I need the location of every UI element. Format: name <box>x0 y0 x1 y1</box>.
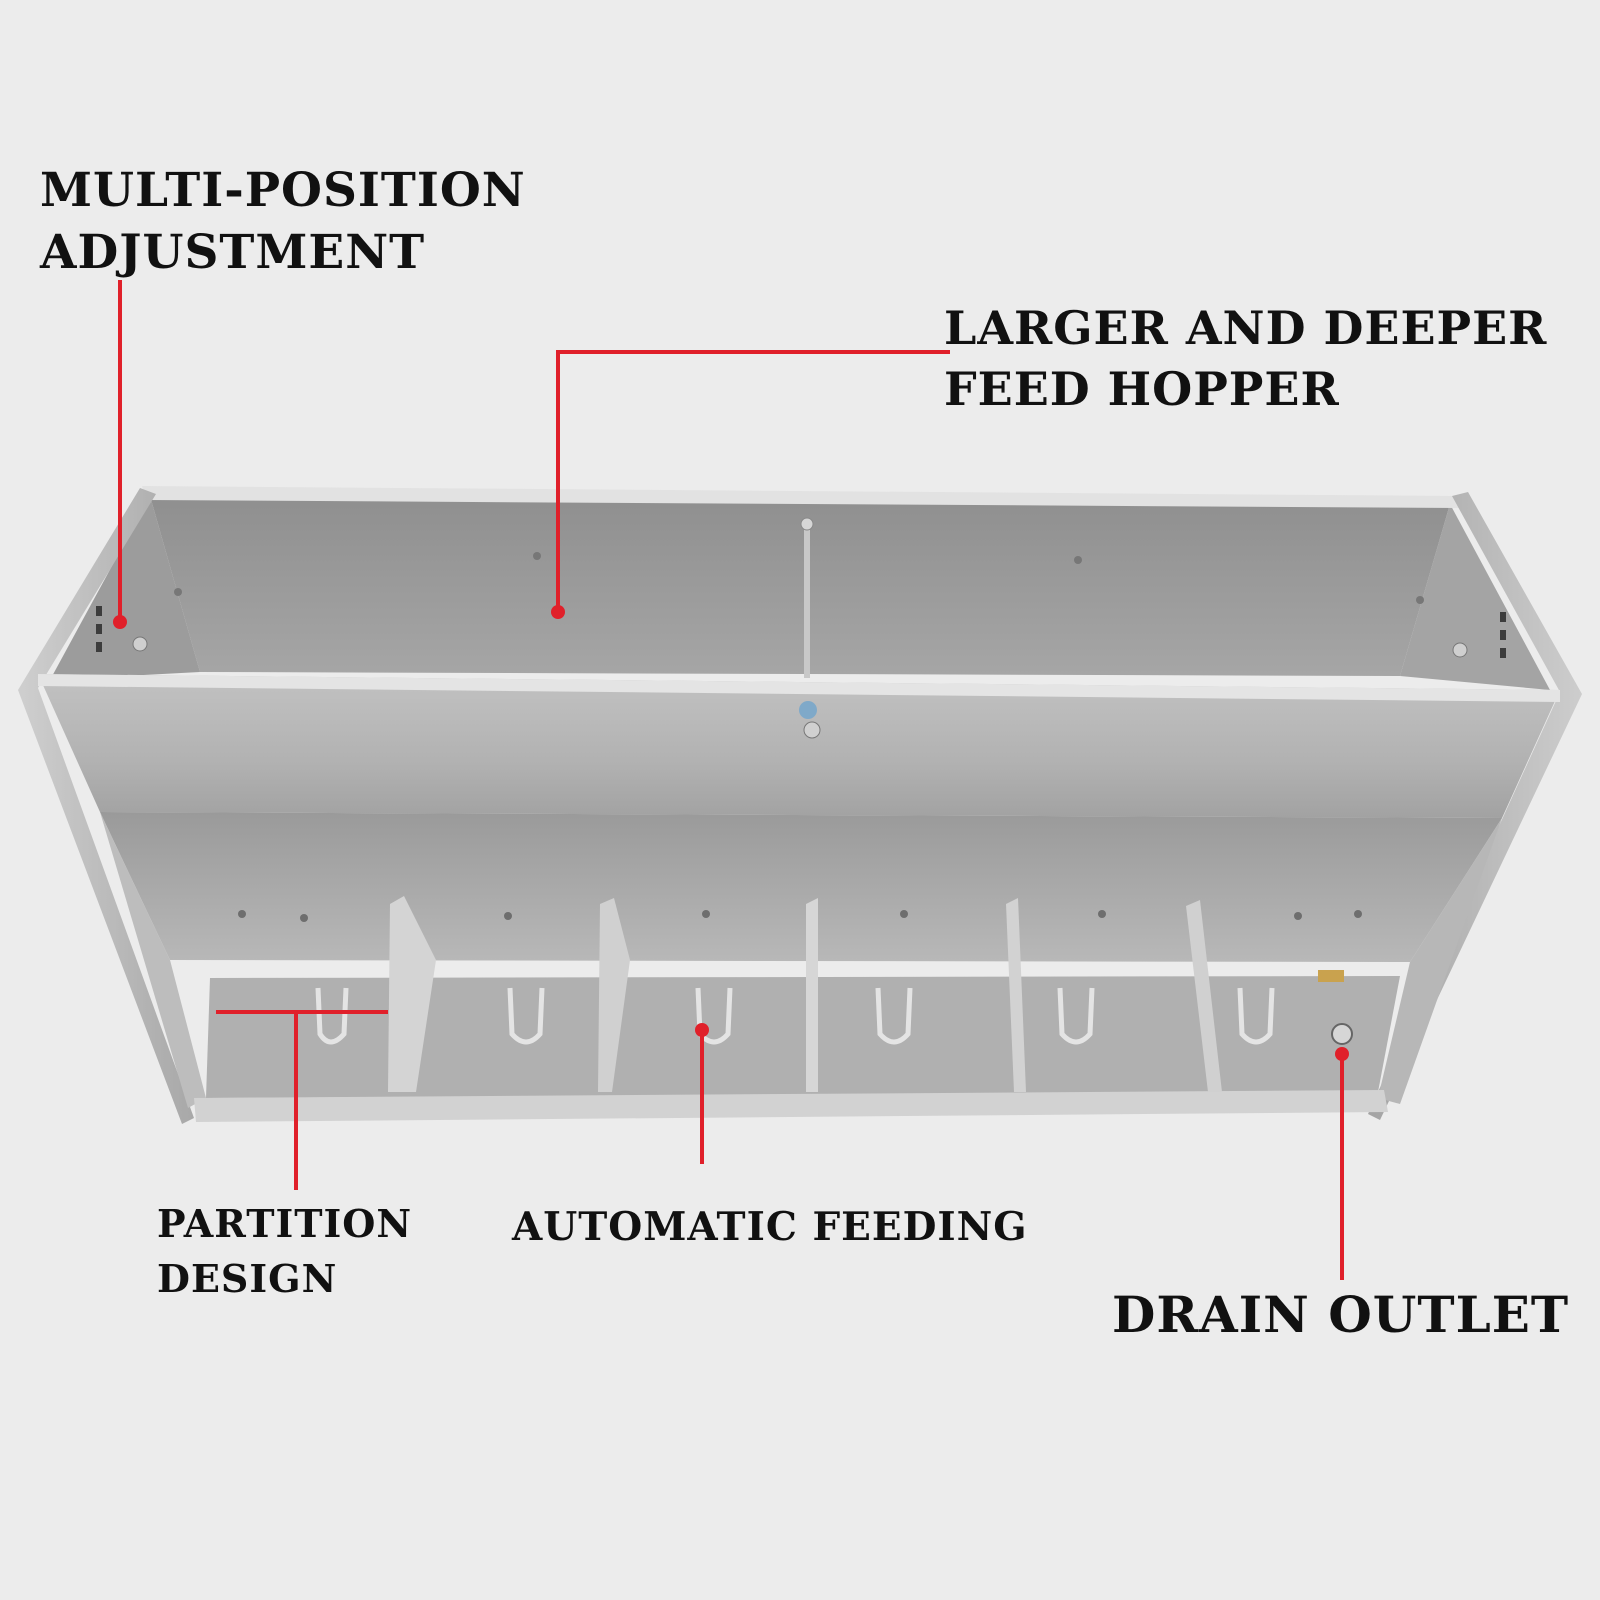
left-side-frame <box>18 488 194 1124</box>
leader-dot <box>551 605 565 619</box>
leader-lines <box>113 280 1349 1280</box>
partition <box>1186 900 1222 1092</box>
drain-outlet-fitting <box>1318 970 1353 1045</box>
label-line: DESIGN <box>157 1256 338 1302</box>
label-line: FEED HOPPER <box>944 361 1340 416</box>
label-feed-hopper: LARGER AND DEEPER FEED HOPPER <box>944 298 1547 419</box>
front-panel-bolt <box>803 721 821 739</box>
leader-dot <box>113 615 127 629</box>
lower-panel-rivets <box>238 910 1362 922</box>
trough-floor <box>206 976 1400 1098</box>
hopper-center-divider <box>804 520 810 678</box>
partitions <box>388 896 1222 1092</box>
trough-left-slope <box>100 812 206 1108</box>
label-line: MULTI-POSITION <box>40 163 526 218</box>
label-line: AUTOMATIC FEEDING <box>512 1204 1028 1250</box>
front-panel-top-edge <box>38 674 1560 702</box>
hopper-back-wall <box>150 496 1450 676</box>
divider-bolt <box>800 517 814 531</box>
label-line: ADJUSTMENT <box>40 225 426 281</box>
label-line: LARGER AND DEEPER <box>944 301 1548 355</box>
trough-right-slope <box>1378 818 1502 1104</box>
back-wall-rivets <box>174 552 1424 604</box>
leader-dot <box>695 1023 709 1037</box>
trough-lip <box>194 1090 1388 1122</box>
hopper-left-inner-wall <box>50 496 200 680</box>
label-line: PARTITION <box>157 1201 413 1246</box>
leader-dot <box>1335 1047 1349 1061</box>
hopper-right-inner-wall <box>1400 504 1550 690</box>
label-line: DRAIN OUTLET <box>1112 1285 1570 1344</box>
right-adjustment-slots <box>1452 612 1506 658</box>
partition <box>1006 898 1026 1092</box>
partition <box>388 896 436 1092</box>
front-panel <box>38 674 1560 818</box>
top-rim <box>142 486 1460 508</box>
front-panel-badge <box>799 701 817 719</box>
label-partition-design: PARTITION DESIGN <box>157 1196 412 1306</box>
label-automatic-feeding: AUTOMATIC FEEDING <box>512 1202 1028 1253</box>
partition <box>806 898 818 1092</box>
partition <box>598 898 630 1092</box>
trough-back <box>100 812 1502 962</box>
label-multi-position-adjustment: MULTI-POSITION ADJUSTMENT <box>40 160 526 284</box>
label-drain-outlet: DRAIN OUTLET <box>1112 1282 1569 1348</box>
left-adjustment-slots <box>96 606 148 652</box>
